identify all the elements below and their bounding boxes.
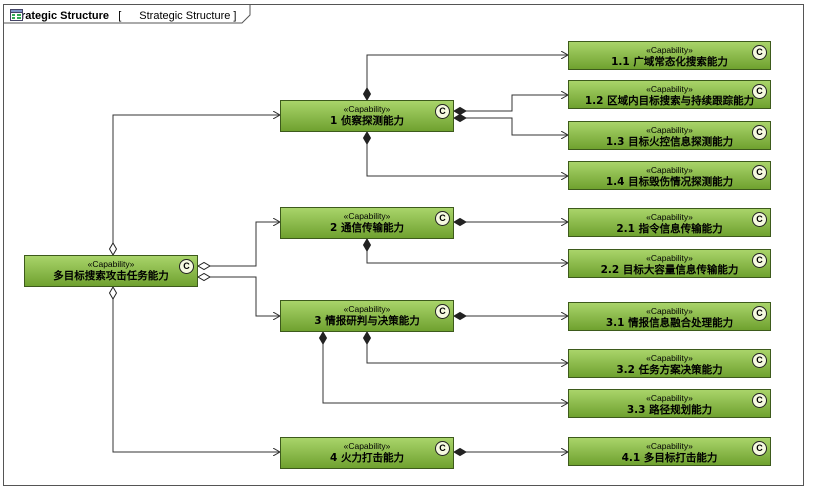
stereotype-label: «Capability» <box>646 125 693 135</box>
capability-3-1[interactable]: «Capability» 3.1 情报信息融合处理能力 C <box>568 302 771 331</box>
capability-2[interactable]: «Capability» 2 通信传输能力 C <box>280 207 454 239</box>
edge-1-1[interactable] <box>366 55 568 100</box>
capability-1-1[interactable]: «Capability» 1.1 广域常态化搜索能力 C <box>568 41 771 70</box>
title-tab-outline <box>4 5 251 24</box>
capability-name: 1.1 广域常态化搜索能力 <box>611 56 728 68</box>
diagram-icon <box>10 9 137 21</box>
capability-1[interactable]: «Capability» 1 侦察探测能力 C <box>280 100 454 132</box>
stereotype-label: «Capability» <box>646 353 693 363</box>
diamond-1-2-composite <box>453 106 467 116</box>
capability-3-2[interactable]: «Capability» 3.2 任务方案决策能力 C <box>568 349 771 378</box>
capability-name: 多目标搜索攻击任务能力 <box>53 270 169 282</box>
stereotype-label: «Capability» <box>646 253 693 263</box>
diamond-root-3-shared <box>197 272 211 282</box>
capability-3[interactable]: «Capability» 3 情报研判与决策能力 C <box>280 300 454 332</box>
class-c-icon: C <box>752 125 767 140</box>
class-c-icon: C <box>435 211 450 226</box>
stereotype-label: «Capability» <box>343 104 391 114</box>
diamond-3-3-composite <box>318 331 328 345</box>
edge-root-4[interactable] <box>112 287 280 452</box>
class-c-icon: C <box>752 306 767 321</box>
diagram-kind-label: Strategic Structure <box>10 10 110 22</box>
capability-name: 1 侦察探测能力 <box>330 115 404 127</box>
edge-1-3[interactable] <box>454 117 568 135</box>
capability-4-1[interactable]: «Capability» 4.1 多目标打击能力 C <box>568 437 771 466</box>
diamond-2-1-composite <box>453 217 467 227</box>
diamond-4-1-composite <box>453 447 467 457</box>
class-c-icon: C <box>752 393 767 408</box>
title-bracket-close: ] <box>230 10 237 22</box>
diamond-1-4-composite <box>362 131 372 145</box>
stereotype-label: «Capability» <box>646 45 693 55</box>
class-c-icon: C <box>179 259 194 274</box>
diamond-1-3-composite <box>453 113 467 123</box>
diamond-1-1-composite <box>362 87 372 101</box>
class-c-icon: C <box>752 45 767 60</box>
stereotype-label: «Capability» <box>646 441 693 451</box>
diagram-title: Strategic Structure [Strategic Structure… <box>10 9 236 22</box>
edge-1-2[interactable] <box>454 95 568 112</box>
edge-2-2[interactable] <box>366 239 568 263</box>
edge-3-3[interactable] <box>322 332 568 403</box>
diamond-root-2-shared <box>197 261 211 271</box>
diamond-3-2-composite <box>362 331 372 345</box>
diagram-name-label: Strategic Structure <box>139 10 231 22</box>
class-c-icon: C <box>752 353 767 368</box>
edge-1-4[interactable] <box>366 132 568 176</box>
diamond-3-1-composite <box>453 311 467 321</box>
class-c-icon: C <box>435 304 450 319</box>
capability-4[interactable]: «Capability» 4 火力打击能力 C <box>280 437 454 469</box>
stereotype-label: «Capability» <box>646 393 693 403</box>
class-c-icon: C <box>435 104 450 119</box>
edge-root-2[interactable] <box>198 222 280 267</box>
diamond-2-2-composite <box>362 238 372 252</box>
capability-name: 4 火力打击能力 <box>330 452 404 464</box>
stereotype-label: «Capability» <box>646 165 693 175</box>
capability-name: 3.3 路径规划能力 <box>626 404 713 416</box>
capability-name: 1.3 目标火控信息探测能力 <box>605 136 734 148</box>
capability-name: 1.2 区域内目标搜索与持续跟踪能力 <box>584 95 755 107</box>
edge-root-1[interactable] <box>112 115 280 255</box>
capability-1-3[interactable]: «Capability» 1.3 目标火控信息探测能力 C <box>568 121 771 150</box>
title-bracket-open: [ <box>112 10 122 22</box>
stereotype-label: «Capability» <box>87 259 135 269</box>
capability-name: 1.4 目标毁伤情况探测能力 <box>605 176 734 188</box>
capability-2-1[interactable]: «Capability» 2.1 指令信息传输能力 C <box>568 208 771 237</box>
edge-root-3[interactable] <box>198 276 280 316</box>
capability-name: 2 通信传输能力 <box>330 222 404 234</box>
class-c-icon: C <box>752 441 767 456</box>
stereotype-label: «Capability» <box>343 211 391 221</box>
capability-name: 3.2 任务方案决策能力 <box>616 364 723 376</box>
diagram-title-tab[interactable]: Strategic Structure [Strategic Structure… <box>4 5 254 27</box>
class-c-icon: C <box>752 253 767 268</box>
capability-name: 4.1 多目标打击能力 <box>621 452 718 464</box>
stereotype-label: «Capability» <box>646 306 693 316</box>
capability-name: 3 情报研判与决策能力 <box>314 315 420 327</box>
capability-root[interactable]: «Capability» 多目标搜索攻击任务能力 C <box>24 255 198 287</box>
capability-1-4[interactable]: «Capability» 1.4 目标毁伤情况探测能力 C <box>568 161 771 190</box>
capability-1-2[interactable]: «Capability» 1.2 区域内目标搜索与持续跟踪能力 C <box>568 80 771 109</box>
capability-3-3[interactable]: «Capability» 3.3 路径规划能力 C <box>568 389 771 418</box>
class-c-icon: C <box>752 84 767 99</box>
capability-name: 2.1 指令信息传输能力 <box>616 223 723 235</box>
class-c-icon: C <box>752 212 767 227</box>
stereotype-label: «Capability» <box>646 212 693 222</box>
class-c-icon: C <box>752 165 767 180</box>
capability-name: 2.2 目标大容量信息传输能力 <box>600 264 739 276</box>
stereotype-label: «Capability» <box>646 84 693 94</box>
diamond-root-4-shared <box>108 286 118 300</box>
diamond-root-1-shared <box>108 242 118 256</box>
stereotype-label: «Capability» <box>343 441 391 451</box>
class-c-icon: C <box>435 441 450 456</box>
capability-name: 3.1 情报信息融合处理能力 <box>605 317 734 329</box>
capability-2-2[interactable]: «Capability» 2.2 目标大容量信息传输能力 C <box>568 249 771 278</box>
stereotype-label: «Capability» <box>343 304 391 314</box>
edge-3-2[interactable] <box>366 332 568 363</box>
